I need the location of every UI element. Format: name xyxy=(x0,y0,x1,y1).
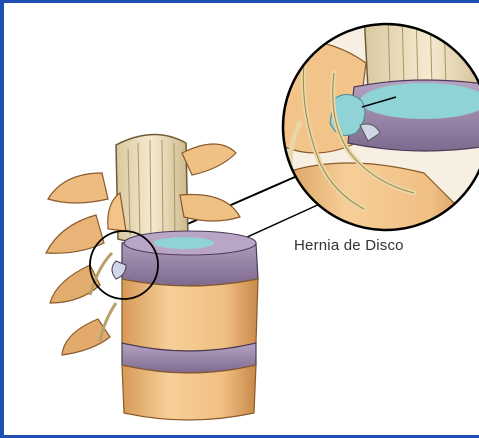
herniated-disc-illustration xyxy=(4,3,479,438)
magnifier-circle xyxy=(274,9,479,233)
caption-label: Hernia de Disco xyxy=(294,237,404,254)
spinal-cord xyxy=(116,134,188,244)
vertebra-lower xyxy=(122,343,256,420)
vertebra-upper xyxy=(122,231,258,351)
